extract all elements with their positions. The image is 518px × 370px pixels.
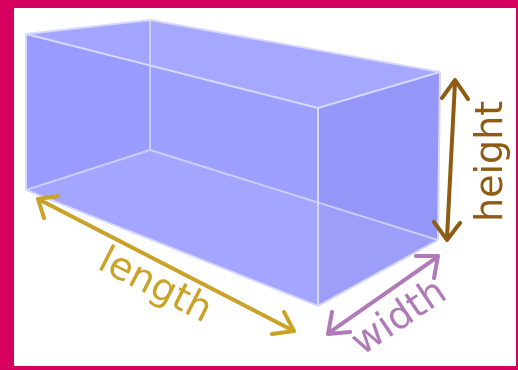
height-label: height [467, 101, 511, 222]
height-arrow [432, 78, 470, 242]
cuboid-edges [25, 18, 441, 307]
cuboid-top-face [26, 20, 440, 108]
length-arrow [36, 194, 296, 336]
width-arrow [326, 254, 440, 336]
cuboid [25, 18, 441, 307]
cuboid-bottom-face [26, 150, 438, 306]
cuboid-front-face [26, 34, 318, 306]
cuboid-right-face [318, 72, 440, 306]
